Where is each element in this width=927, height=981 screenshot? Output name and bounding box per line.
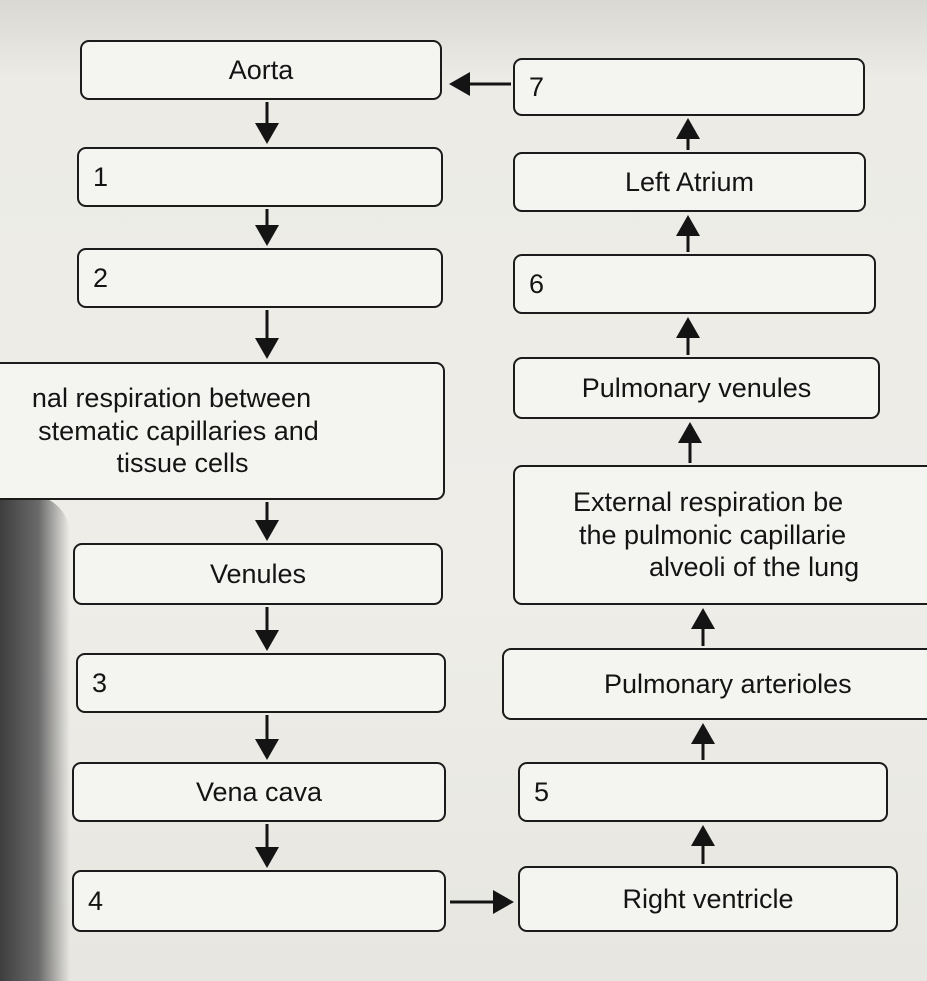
blank-6-label: 6 bbox=[529, 268, 545, 299]
blank-4-label: 4 bbox=[88, 885, 104, 916]
blank-5-label: 5 bbox=[534, 776, 550, 807]
blank-box-1: 1 bbox=[77, 147, 443, 207]
left-atrium-label: Left Atrium bbox=[624, 166, 755, 197]
blank-box-3: 3 bbox=[76, 653, 446, 713]
pulmonary-arterioles-label: Pulmonary arterioles bbox=[604, 668, 852, 699]
aorta-label: Aorta bbox=[228, 54, 294, 85]
external-respiration-line-1: External respiration be bbox=[573, 487, 844, 518]
external-respiration-line-3: alveoli of the lung bbox=[649, 552, 860, 583]
venules-label: Venules bbox=[209, 558, 307, 589]
vena-cava-box: Vena cava bbox=[72, 762, 446, 822]
left-atrium-box: Left Atrium bbox=[513, 152, 866, 212]
blank-3-label: 3 bbox=[92, 667, 108, 698]
blank-box-2: 2 bbox=[77, 248, 443, 308]
internal-respiration-line-2: stematic capillaries and bbox=[38, 415, 319, 446]
blank-box-5: 5 bbox=[518, 762, 888, 822]
page-shadow bbox=[0, 495, 70, 981]
blank-2-label: 2 bbox=[93, 262, 109, 293]
pulmonary-arterioles-box: Pulmonary arterioles bbox=[502, 648, 927, 720]
internal-respiration-box: nal respiration between stematic capilla… bbox=[0, 362, 445, 500]
right-ventricle-label: Right ventricle bbox=[622, 883, 794, 914]
pulmonary-venules-label: Pulmonary venules bbox=[581, 372, 812, 403]
blank-box-7: 7 bbox=[513, 58, 865, 116]
venules-box: Venules bbox=[73, 543, 443, 605]
blank-box-6: 6 bbox=[513, 254, 876, 314]
aorta-box: Aorta bbox=[80, 40, 442, 100]
pulmonary-venules-box: Pulmonary venules bbox=[513, 357, 880, 419]
blank-box-4: 4 bbox=[72, 870, 446, 932]
external-respiration-line-2: the pulmonic capillarie bbox=[579, 519, 847, 550]
external-respiration-box: External respiration be the pulmonic cap… bbox=[513, 465, 927, 605]
blank-1-label: 1 bbox=[93, 161, 109, 192]
right-ventricle-box: Right ventricle bbox=[518, 866, 898, 932]
blank-7-label: 7 bbox=[529, 71, 545, 102]
internal-respiration-line-3: tissue cells bbox=[116, 448, 249, 479]
internal-respiration-line-1: nal respiration between bbox=[31, 383, 312, 414]
vena-cava-label: Vena cava bbox=[195, 776, 323, 807]
